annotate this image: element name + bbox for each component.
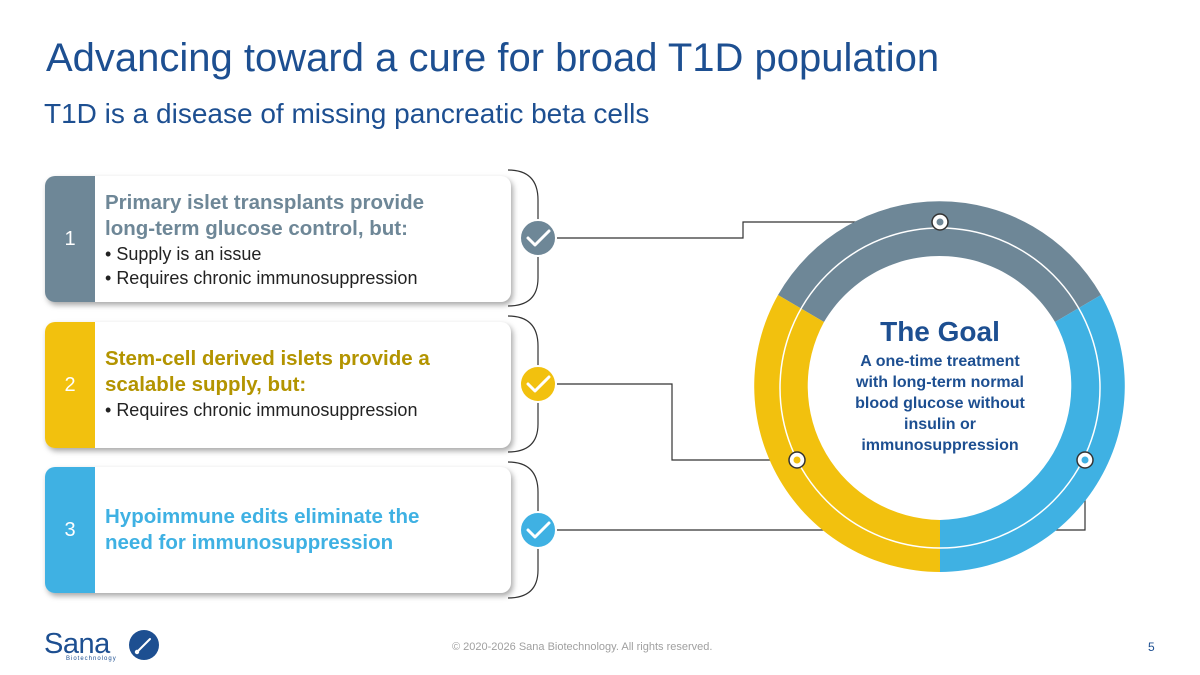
card-bullet: Requires chronic immunosuppression <box>105 266 501 290</box>
goal-ring-segment-left <box>754 295 940 572</box>
card-heading-line: long-term glucose control, but: <box>105 217 408 240</box>
card-heading-line: scalable supply, but: <box>105 373 307 396</box>
slide-title: Advancing toward a cure for broad T1D po… <box>46 36 940 80</box>
page-number: 5 <box>1148 640 1155 654</box>
goal-ring-segment-right <box>940 295 1125 572</box>
card-number: 2 <box>45 322 95 448</box>
card-stem-cell: 2 Stem-cell derived islets provide a sca… <box>45 322 511 448</box>
sana-logo: Sana Biotechnology <box>44 628 164 668</box>
ring-dot <box>936 218 944 226</box>
ring-dot <box>1081 456 1089 464</box>
card-bullet: Requires chronic immunosuppression <box>105 398 501 422</box>
ring-dot <box>793 456 801 464</box>
checkmark-circle-icon <box>519 365 557 403</box>
goal-text: The Goal A one-time treatment with long-… <box>830 315 1050 456</box>
goal-desc-line: immunosuppression <box>861 437 1019 454</box>
checkmark-circle-icon <box>519 511 557 549</box>
card-bullet: Supply is an issue <box>105 242 501 266</box>
card-number: 1 <box>45 176 95 302</box>
copyright-text: © 2020-2026 Sana Biotechnology. All righ… <box>452 641 713 653</box>
card-heading-line: Primary islet transplants provide <box>105 191 425 214</box>
slide-subtitle: T1D is a disease of missing pancreatic b… <box>44 98 650 129</box>
logo-wordmark: Sana <box>44 628 110 660</box>
goal-desc-line: A one-time treatment <box>860 353 1020 370</box>
card-heading-line: need for immunosuppression <box>105 531 394 554</box>
connector-line <box>557 383 788 461</box>
card-number: 3 <box>45 467 95 593</box>
goal-desc-line: blood glucose without <box>855 395 1025 412</box>
goal-ring-segment-top <box>778 201 1101 322</box>
goal-title: The Goal <box>880 316 1000 347</box>
card-hypoimmune: 3 Hypoimmune edits eliminate the need fo… <box>45 467 511 593</box>
checkmark-circle-icon <box>519 219 557 257</box>
goal-desc-line: with long-term normal <box>856 374 1024 391</box>
sana-logo-mark-icon <box>129 630 159 660</box>
card-heading-line: Stem-cell derived islets provide a <box>105 347 430 370</box>
card-heading-line: Hypoimmune edits eliminate the <box>105 505 420 528</box>
logo-subtext: Biotechnology <box>66 656 117 662</box>
goal-desc-line: insulin or <box>904 416 976 433</box>
connector-line <box>557 221 930 239</box>
card-primary-islet: 1 Primary islet transplants provide long… <box>45 176 511 302</box>
